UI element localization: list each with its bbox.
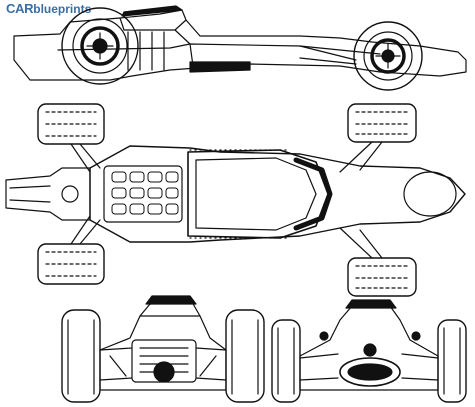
top-view [5, 103, 466, 297]
logo-brand: CAR [6, 1, 34, 16]
logo-suffix: blueprints [33, 2, 92, 16]
side-view [13, 5, 467, 91]
rear-view [271, 299, 467, 403]
site-logo[interactable]: CARblueprints [6, 1, 91, 17]
front-view [61, 295, 265, 403]
